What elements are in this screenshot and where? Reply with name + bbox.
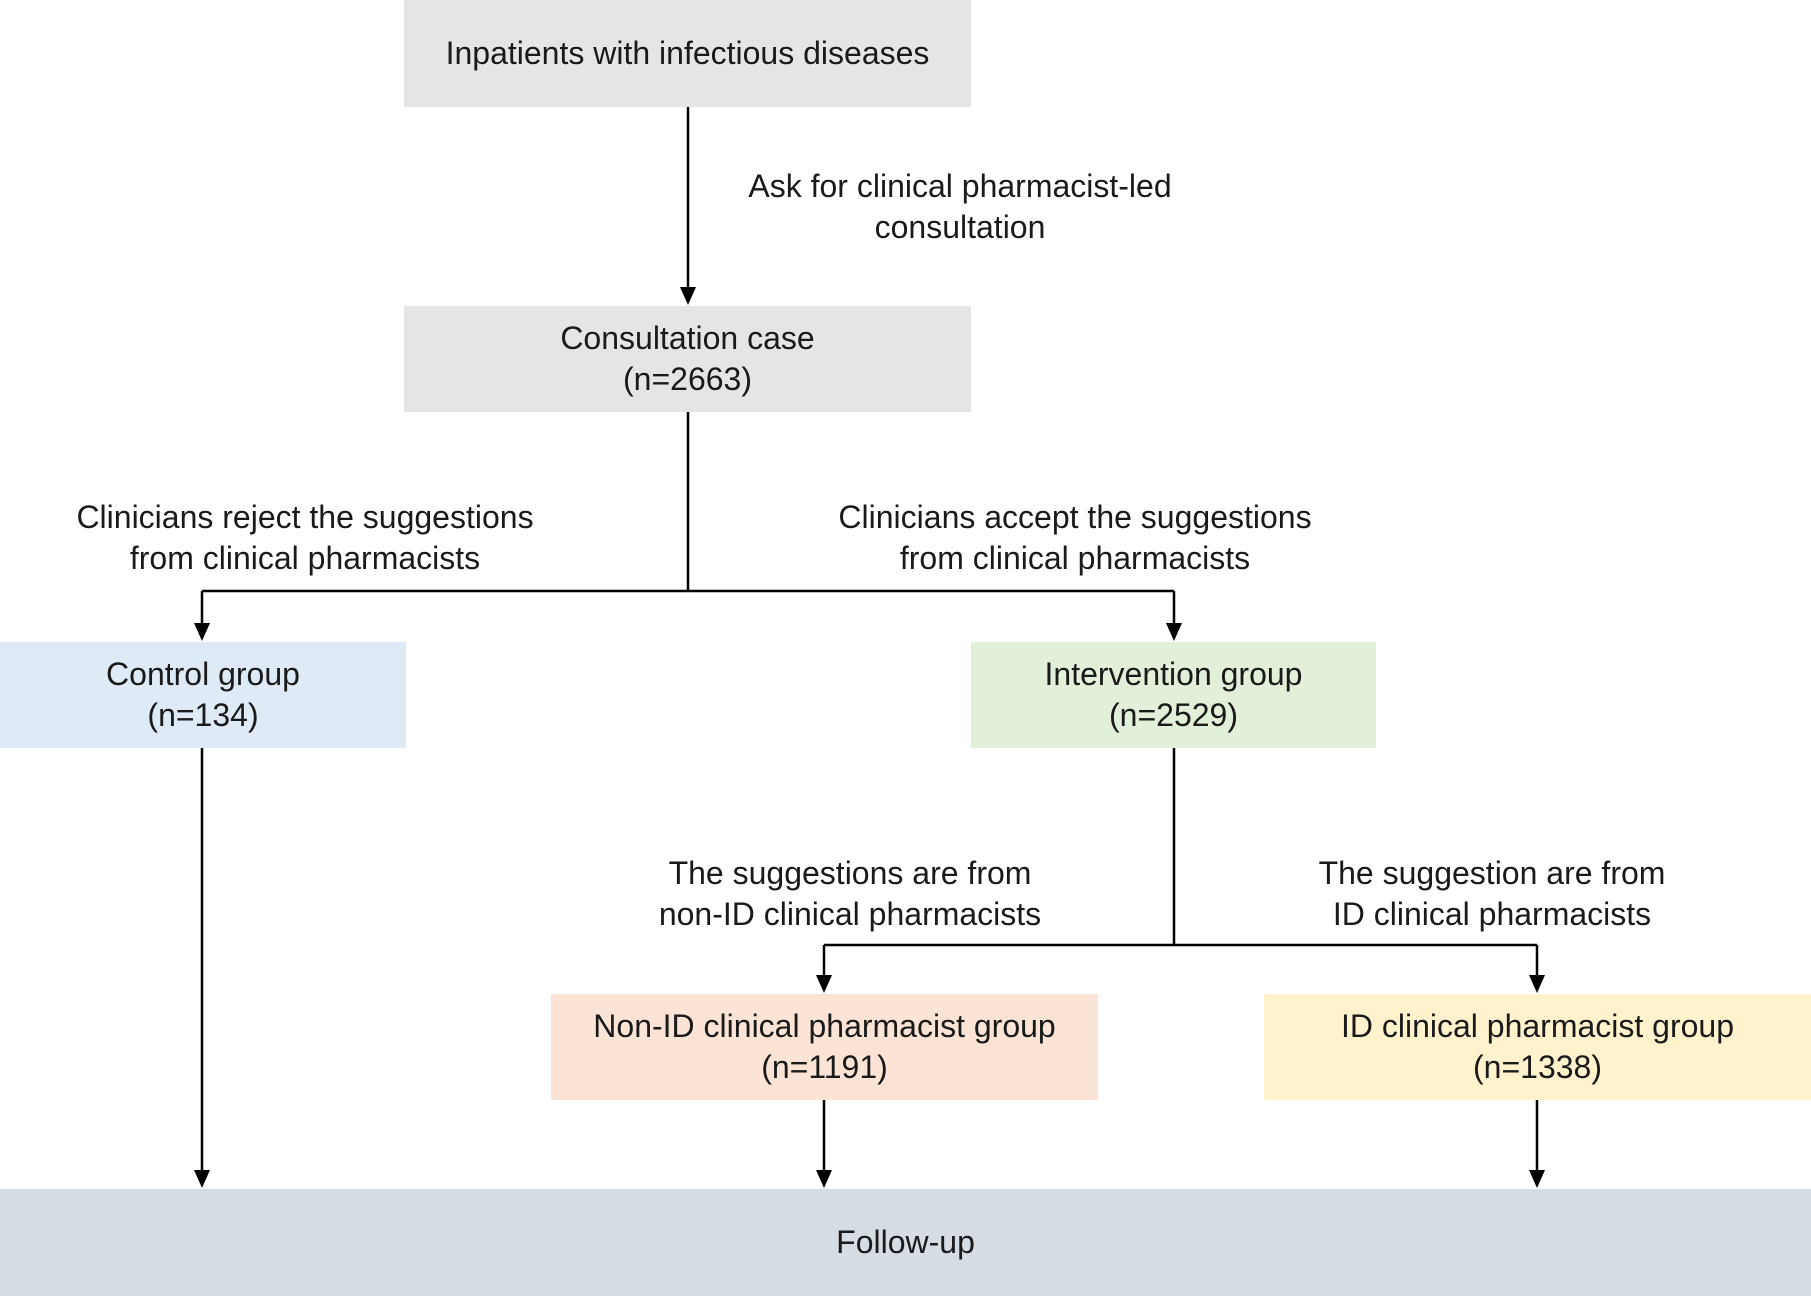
- node-consultation-case: Consultation case (n=2663): [404, 306, 971, 412]
- edge-label-id-source: The suggestion are from ID clinical phar…: [1318, 855, 1666, 932]
- arrowhead-id: [1529, 975, 1545, 993]
- edge-label-ask-consultation: Ask for clinical pharmacist-led consulta…: [748, 168, 1172, 245]
- node-non-id-group: Non-ID clinical pharmacist group (n=1191…: [551, 994, 1098, 1100]
- node-id-title: ID clinical pharmacist group: [1340, 1008, 1735, 1044]
- node-follow-up: Follow-up: [0, 1189, 1811, 1296]
- edge-label-non-id-source: The suggestions are from non-ID clinical…: [658, 855, 1042, 932]
- node-consultation-count: (n=2663): [623, 361, 752, 397]
- arrowhead-followup-left: [194, 1170, 210, 1188]
- node-intervention-count: (n=2529): [1109, 697, 1238, 733]
- arrowhead-intervention: [1166, 623, 1182, 641]
- node-id-group: ID clinical pharmacist group (n=1338): [1264, 994, 1811, 1100]
- node-non-id-title: Non-ID clinical pharmacist group: [593, 1008, 1056, 1044]
- node-control-title: Control group: [106, 656, 300, 692]
- node-inpatients-text: Inpatients with infectious diseases: [445, 35, 930, 71]
- arrowhead-followup-right: [1529, 1170, 1545, 1188]
- arrowhead-control: [194, 623, 210, 641]
- node-intervention-title: Intervention group: [1044, 656, 1303, 692]
- node-non-id-count: (n=1191): [761, 1049, 888, 1085]
- arrowhead-followup-mid: [816, 1170, 832, 1188]
- node-id-count: (n=1338): [1473, 1049, 1602, 1085]
- node-inpatients: Inpatients with infectious diseases: [404, 0, 971, 107]
- node-intervention-group: Intervention group (n=2529): [971, 642, 1376, 748]
- arrowhead-non-id: [816, 975, 832, 993]
- node-consultation-title: Consultation case: [560, 320, 815, 356]
- node-control-count: (n=134): [147, 697, 259, 733]
- node-control-group: Control group (n=134): [0, 642, 406, 748]
- edge-label-reject: Clinicians reject the suggestions from c…: [76, 499, 534, 576]
- edge-label-accept: Clinicians accept the suggestions from c…: [838, 499, 1312, 576]
- node-follow-up-text: Follow-up: [836, 1224, 975, 1260]
